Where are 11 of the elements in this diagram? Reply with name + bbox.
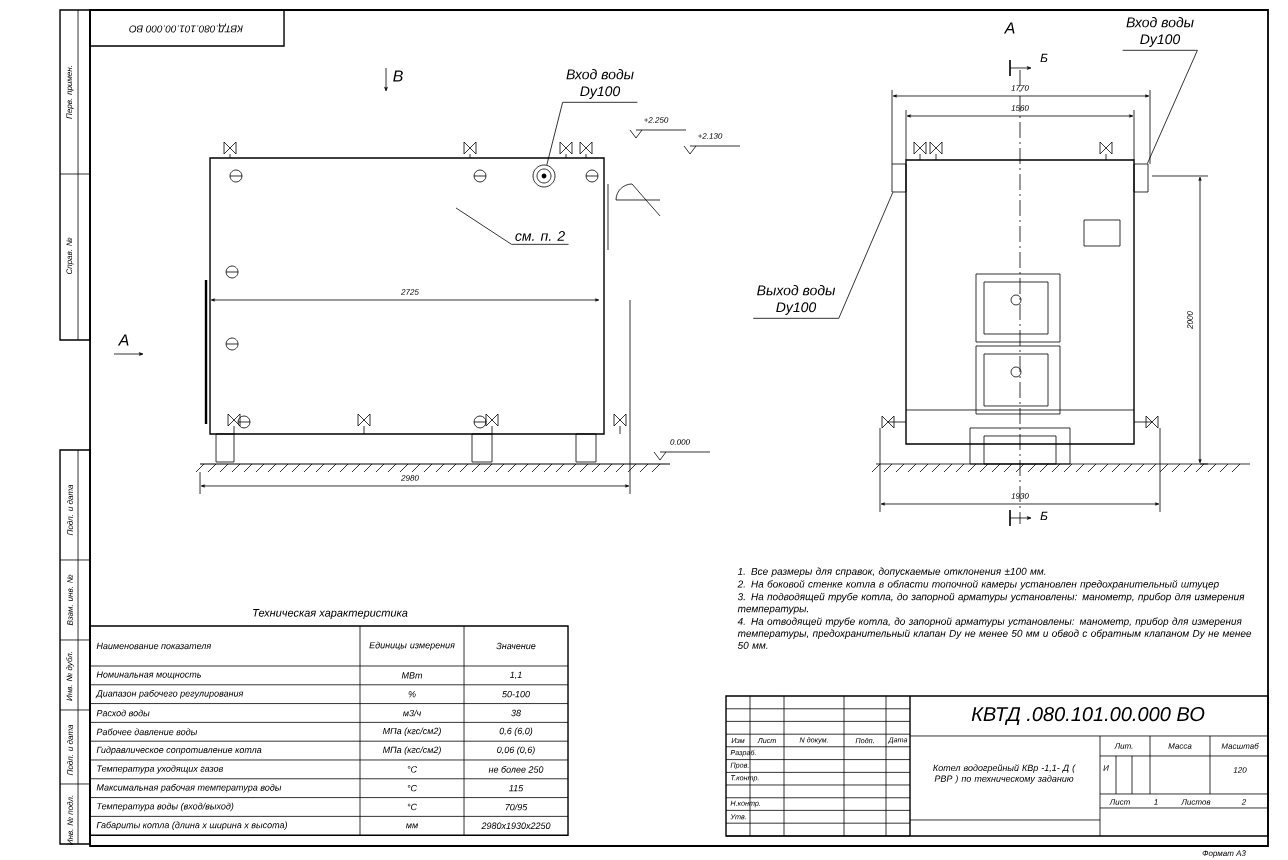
pipe-flange bbox=[891, 163, 907, 193]
leader-line bbox=[455, 207, 512, 245]
pipe-flange bbox=[532, 164, 556, 188]
view-letter: В bbox=[393, 70, 403, 82]
leader-line bbox=[546, 101, 564, 166]
pipe-flange bbox=[1133, 163, 1149, 193]
leader-line bbox=[838, 192, 894, 319]
leader-line bbox=[1146, 49, 1198, 164]
view-letter: А bbox=[117, 334, 129, 346]
drawing-number: КВТД .080.101.00.000 ВО bbox=[971, 707, 1205, 725]
view-letter: А bbox=[1003, 22, 1015, 34]
